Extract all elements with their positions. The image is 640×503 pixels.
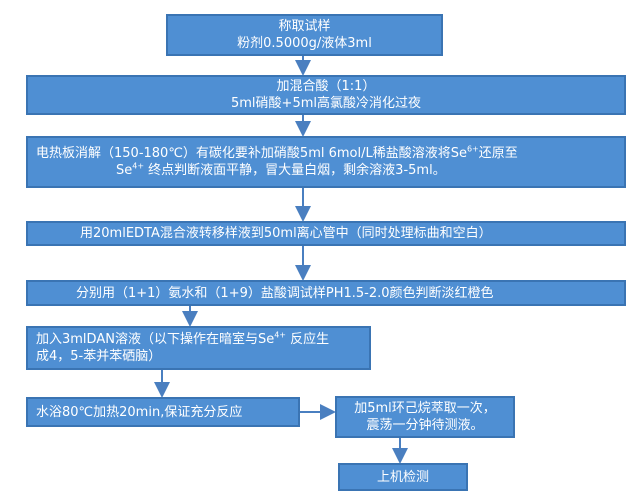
step-water-bath-text: 水浴80℃加热20min,保证充分反应: [36, 404, 243, 420]
step-cyclohexane-extraction: 加5ml环己烷萃取一次， 震荡一分钟待测液。: [335, 396, 515, 438]
step-add-mixed-acid-title: 加混合酸（1:1）: [276, 79, 376, 94]
step-hotplate-digestion-line2: Se4+ 终点判断液面平静，冒大量白烟，剩余溶液3-5ml。: [116, 161, 446, 178]
step-adjust-ph-text: 分别用（1+1）氨水和（1+9）盐酸调试样PH1.5-2.0颜色判断淡红橙色: [76, 285, 494, 301]
step-water-bath: 水浴80℃加热20min,保证充分反应: [26, 397, 300, 427]
step-adjust-ph: 分别用（1+1）氨水和（1+9）盐酸调试样PH1.5-2.0颜色判断淡红橙色: [26, 280, 626, 306]
step-add-dan-line1: 加入3mlDAN溶液（以下操作在暗室与Se4+ 反应生: [36, 330, 330, 347]
step-weigh-sample-title: 称取试样: [278, 19, 331, 34]
step-weigh-sample: 称取试样 粉剂0.5000g/液体3ml: [166, 14, 443, 56]
step-instrument-detection-text: 上机检测: [376, 469, 429, 485]
step-edta-transfer-text: 用20mlEDTA混合液转移样液到50ml离心管中（同时处理标曲和空白）: [80, 226, 492, 241]
step-hotplate-digestion-line1: 电热板消解（150-180℃）有碳化要补加硝酸5ml 6mol/L稀盐酸溶液将S…: [36, 144, 518, 161]
step-add-dan: 加入3mlDAN溶液（以下操作在暗室与Se4+ 反应生 成4，5-苯并苯硒脑）: [26, 326, 371, 370]
step-cyclohexane-extraction-line1: 加5ml环己烷萃取一次，: [354, 401, 496, 416]
step-add-dan-line2: 成4，5-苯并苯硒脑）: [36, 349, 162, 364]
step-add-mixed-acid-detail: 5ml硝酸+5ml高氯酸冷消化过夜: [231, 96, 421, 111]
step-cyclohexane-extraction-line2: 震荡一分钟待测液。: [366, 418, 484, 433]
step-instrument-detection: 上机检测: [338, 463, 468, 491]
step-edta-transfer: 用20mlEDTA混合液转移样液到50ml离心管中（同时处理标曲和空白）: [26, 221, 626, 246]
step-weigh-sample-amount: 粉剂0.5000g/液体3ml: [237, 36, 372, 51]
step-add-mixed-acid: 加混合酸（1:1） 5ml硝酸+5ml高氯酸冷消化过夜: [26, 75, 626, 115]
step-hotplate-digestion: 电热板消解（150-180℃）有碳化要补加硝酸5ml 6mol/L稀盐酸溶液将S…: [26, 136, 626, 188]
